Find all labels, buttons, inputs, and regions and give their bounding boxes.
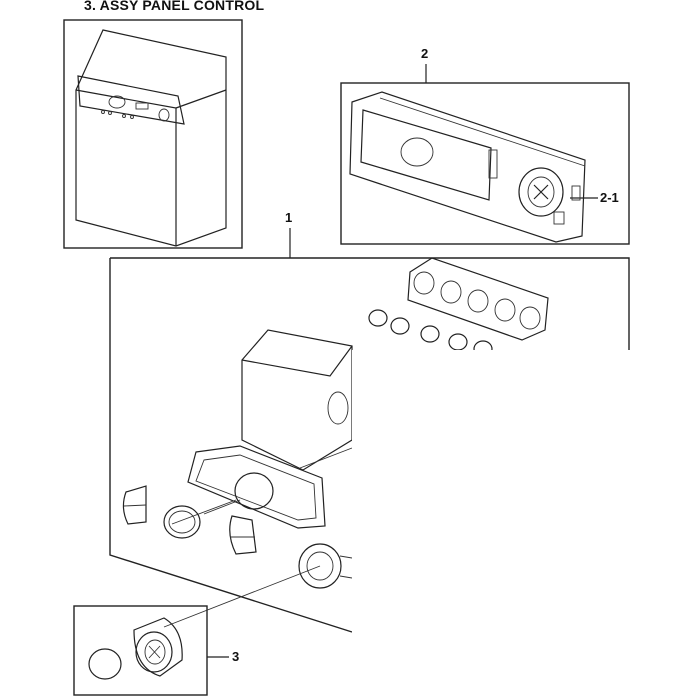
knob-leader-line — [163, 565, 321, 628]
knob-box — [73, 605, 208, 696]
callout-2: 2 — [421, 46, 429, 61]
callout-2-1: 2-1 — [600, 190, 619, 205]
pcb-box — [340, 82, 630, 245]
washer-overview-box — [63, 19, 243, 249]
panel-box-top — [110, 257, 630, 350]
diagram-title: 3. ASSY PANEL CONTROL — [84, 0, 265, 13]
callout-1: 1 — [285, 210, 293, 225]
knob-assy-illustration — [88, 617, 183, 680]
callout-3: 3 — [232, 649, 240, 664]
window-leader-line — [171, 499, 237, 525]
pcb-assembly-illustration — [349, 91, 586, 243]
blank-overlay — [352, 350, 700, 700]
panel-box-side — [109, 258, 353, 633]
washer-body-illustration — [75, 29, 227, 247]
panel-parts-illustration — [122, 257, 549, 589]
